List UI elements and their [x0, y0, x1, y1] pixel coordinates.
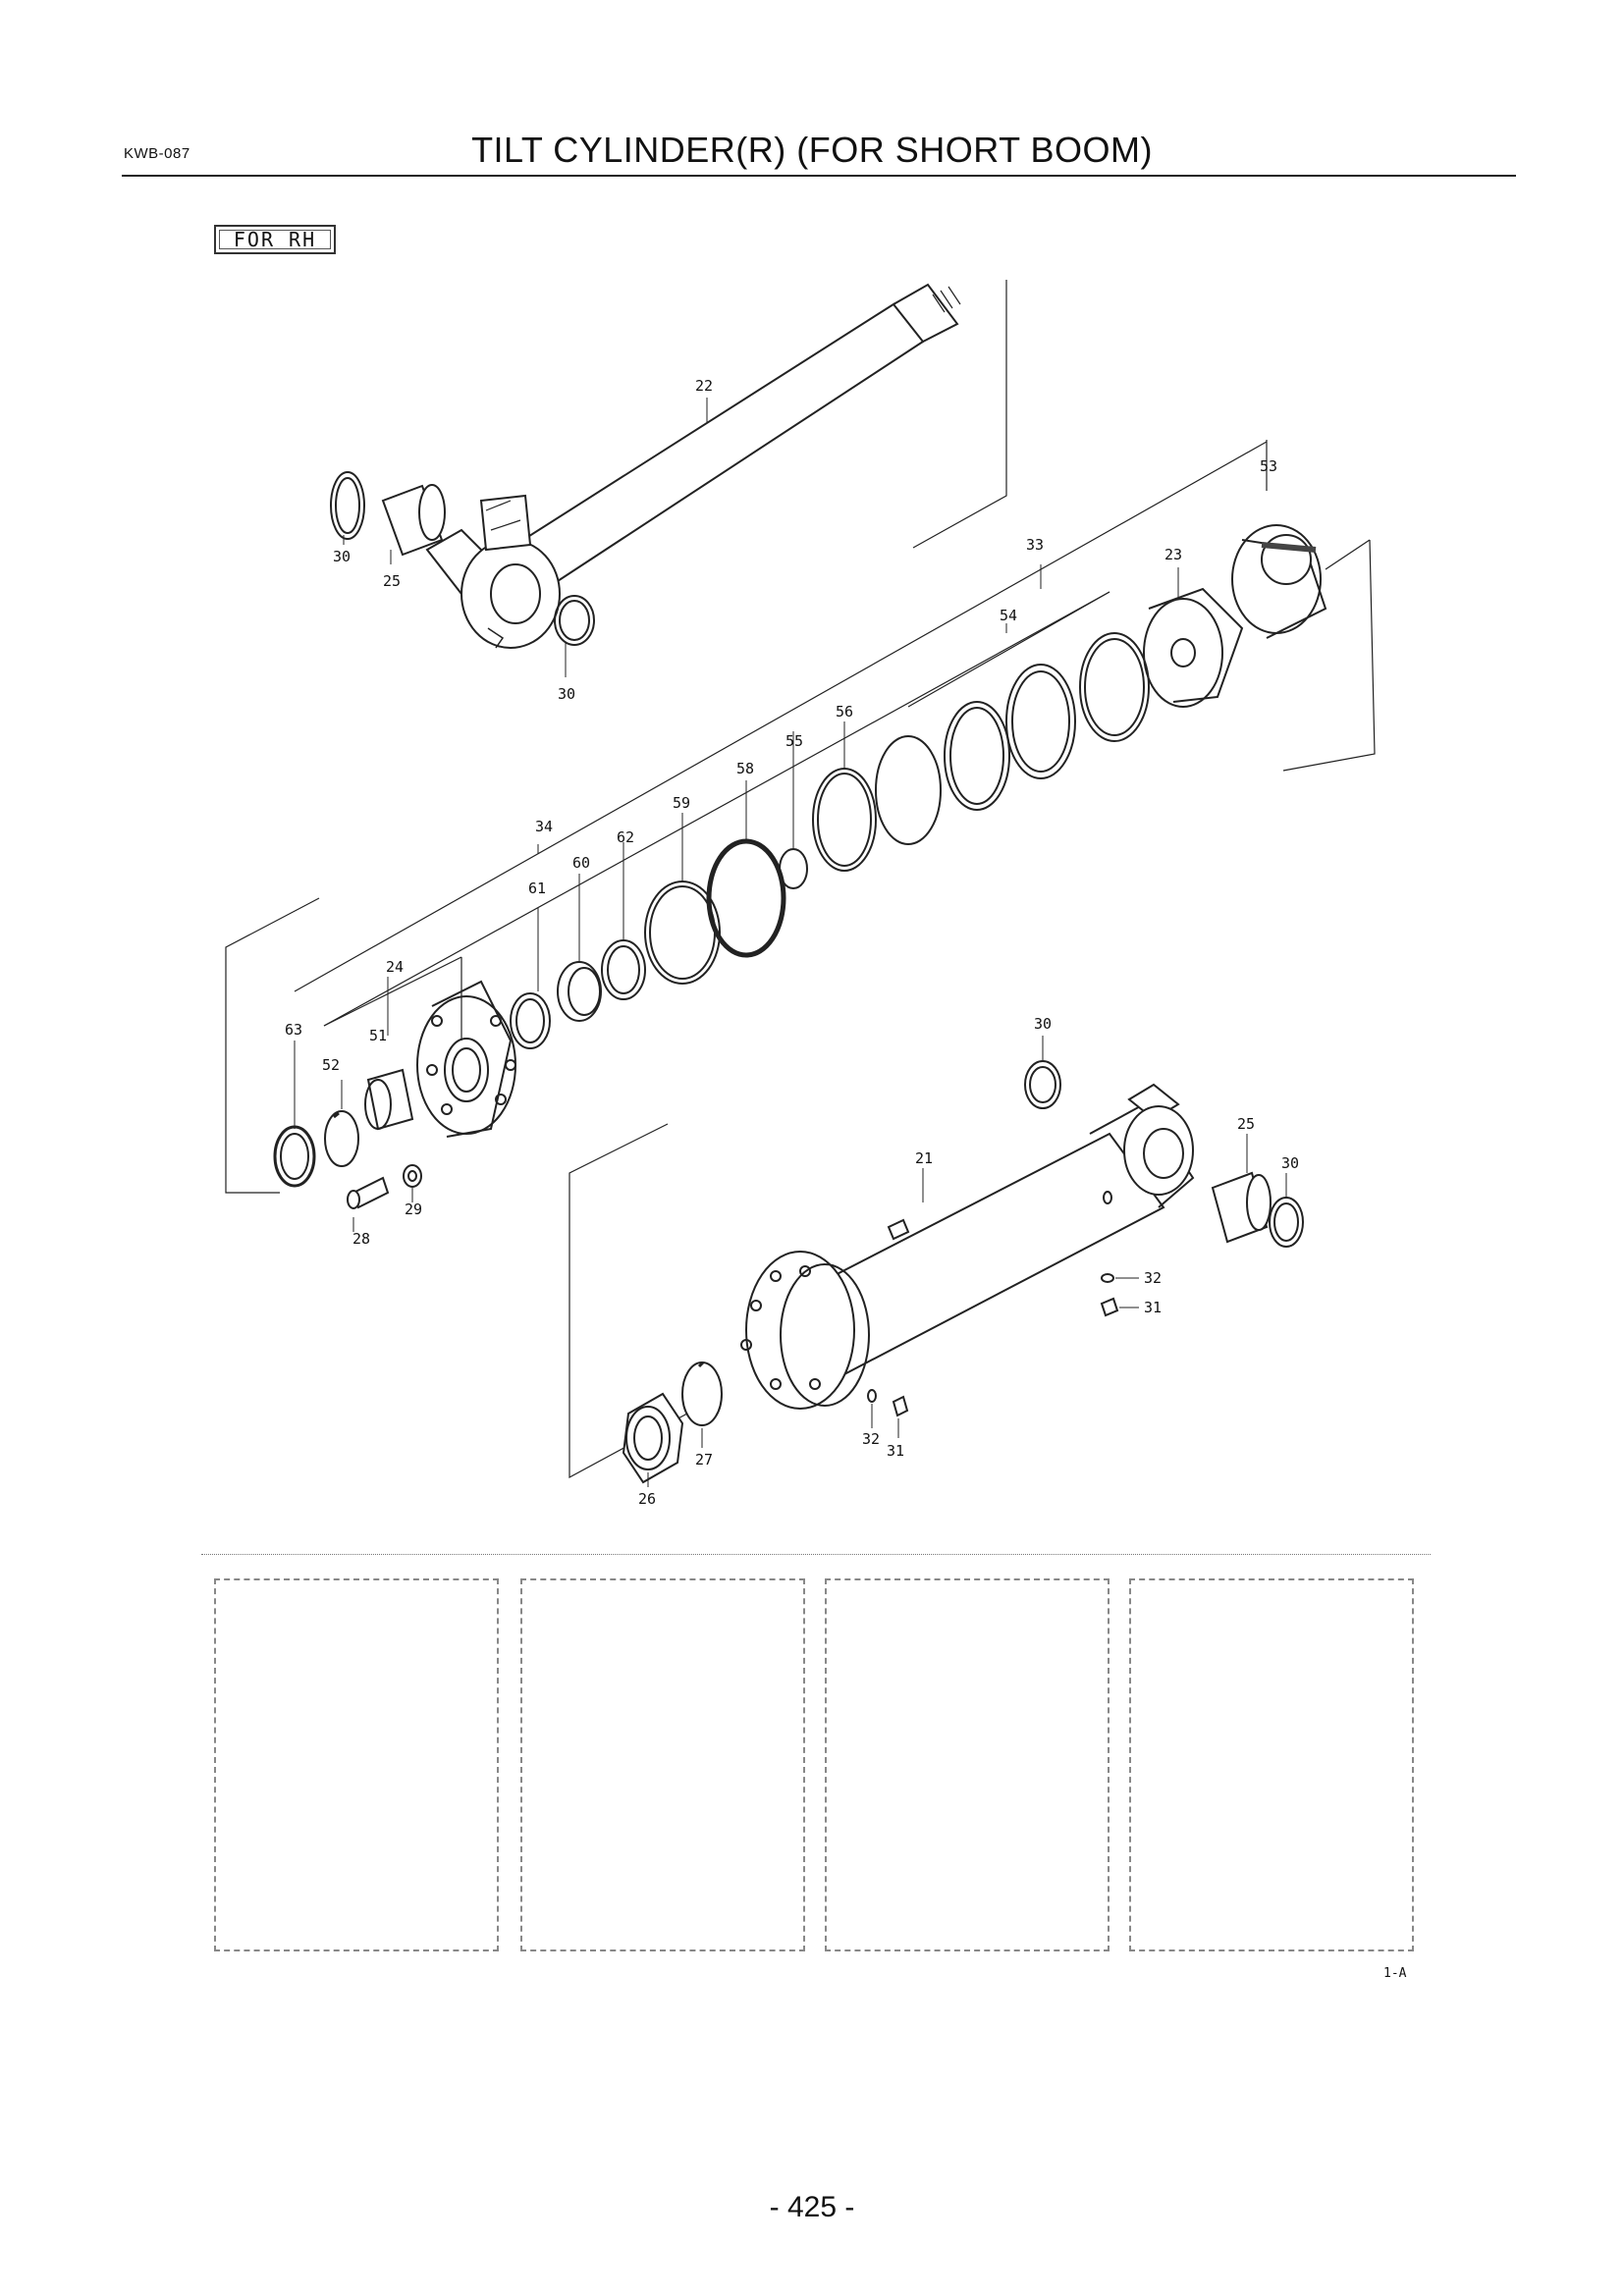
callout-30c: 30: [1034, 1015, 1052, 1033]
callout-51: 51: [369, 1027, 387, 1044]
dust-wiper-63: [273, 1125, 316, 1188]
callout-24: 24: [386, 958, 404, 976]
callout-28: 28: [352, 1230, 370, 1248]
piston-rings-54: [875, 632, 1150, 845]
bushing-51: [364, 1068, 414, 1131]
bolt-28: [347, 1176, 390, 1209]
rod-bushing-25: [381, 484, 446, 557]
page-number: - 425 -: [769, 2191, 855, 2223]
callout-31a: 31: [1144, 1299, 1162, 1316]
group-guide-lines: [294, 441, 1268, 1041]
callout-63: 63: [285, 1021, 302, 1039]
callout-56: 56: [836, 703, 853, 721]
tube-bushing-25: [1211, 1171, 1272, 1244]
backup-ring-59: [644, 881, 721, 985]
seal-60: [557, 961, 602, 1022]
callout-34: 34: [535, 818, 553, 835]
callout-labels: 22 30 25 30 53 33 23 54 56 55 58 59 34 6…: [285, 377, 1299, 1508]
rod-seal-30-left: [330, 471, 365, 540]
washer-29: [403, 1164, 422, 1188]
callout-32a: 32: [1144, 1269, 1162, 1287]
snap-ring-27: [681, 1361, 723, 1426]
callout-27: 27: [695, 1451, 713, 1468]
empty-box-3: [825, 1578, 1110, 1951]
callout-53: 53: [1260, 457, 1277, 475]
callout-59: 59: [673, 794, 690, 812]
callout-23: 23: [1164, 546, 1182, 563]
callout-30a: 30: [333, 548, 351, 565]
oring-32-lower: [867, 1389, 877, 1403]
callout-30b: 30: [558, 685, 575, 703]
plug-31-upper: [1100, 1297, 1119, 1317]
piston-23: [1143, 587, 1244, 708]
callout-33: 33: [1026, 536, 1044, 554]
tube-seal-30-right: [1269, 1197, 1304, 1248]
oring-56: [812, 768, 877, 872]
callout-55: 55: [785, 732, 803, 750]
group-bracket-head: [225, 897, 320, 1194]
callout-25b: 25: [1237, 1115, 1255, 1133]
callout-26: 26: [638, 1490, 656, 1508]
section-separator: [201, 1554, 1431, 1555]
callout-25a: 25: [383, 572, 401, 590]
cylinder-head-24: [416, 980, 516, 1138]
callout-61: 61: [528, 880, 546, 897]
callout-22: 22: [695, 377, 713, 395]
callout-54: 54: [1000, 607, 1017, 624]
variant-label: FOR RH: [214, 225, 336, 254]
cylinder-tube-21: [740, 1083, 1195, 1410]
oring-32-upper: [1101, 1273, 1114, 1283]
callout-30d: 30: [1281, 1154, 1299, 1172]
page-title: TILT CYLINDER(R) (FOR SHORT BOOM): [471, 130, 1153, 170]
seal-61: [510, 992, 551, 1049]
empty-box-1: [214, 1578, 499, 1951]
piston-rod: [425, 283, 961, 649]
snap-ring-52: [324, 1110, 359, 1167]
callout-31b: 31: [887, 1442, 904, 1460]
rod-seal-30-right: [554, 595, 595, 646]
header-rule: [122, 175, 1516, 177]
callout-58: 58: [736, 760, 754, 777]
nut-26: [622, 1392, 684, 1484]
lock-nut-53: [1231, 524, 1327, 639]
empty-box-2: [520, 1578, 805, 1951]
empty-box-4: [1129, 1578, 1414, 1951]
tube-seal-30-top: [1024, 1060, 1061, 1109]
callout-62: 62: [617, 828, 634, 846]
callout-60: 60: [572, 854, 590, 872]
callout-32b: 32: [862, 1430, 880, 1448]
plug-31-lower: [892, 1395, 909, 1417]
catalog-code: KWB-087: [124, 145, 190, 162]
callout-29: 29: [405, 1201, 422, 1218]
seal-62: [601, 939, 646, 1000]
group-bracket-rod: [912, 280, 1007, 549]
callout-21: 21: [915, 1149, 933, 1167]
callout-52: 52: [322, 1056, 340, 1074]
figure-reference: 1-A: [1383, 1966, 1407, 1981]
leader-lines: [294, 398, 1287, 1487]
